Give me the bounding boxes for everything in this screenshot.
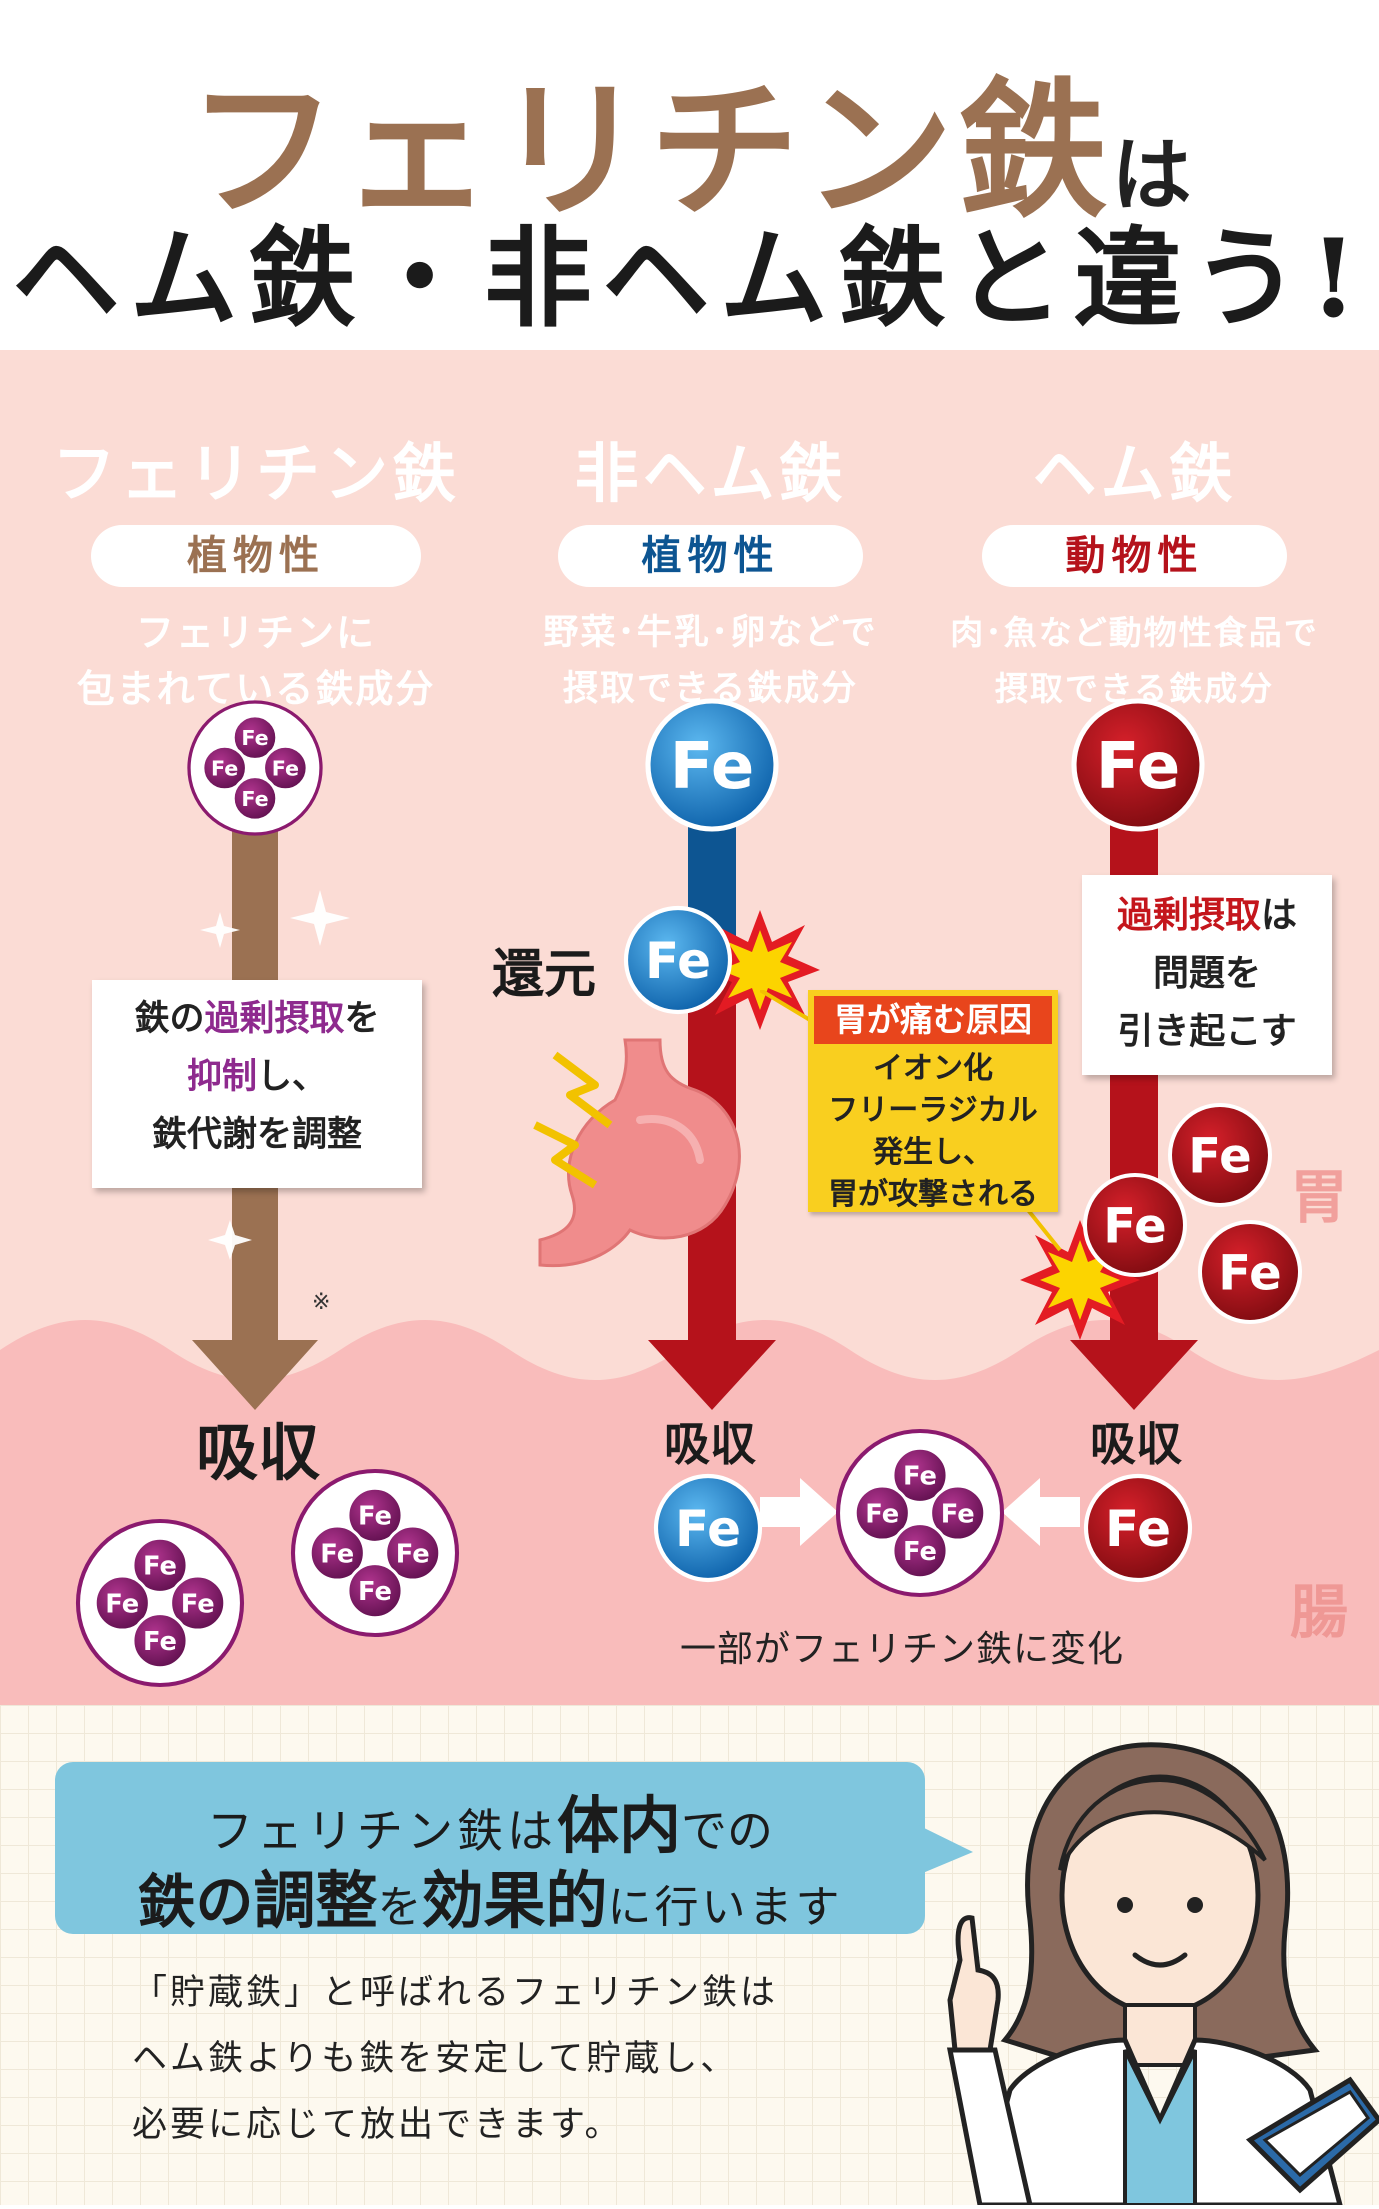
asterisk-mark: ※	[312, 1290, 331, 1315]
stomach-icon	[538, 1038, 741, 1268]
card-desc-line1: 肉･魚など動物性食品で	[950, 613, 1319, 652]
absorb-label-ferritin: 吸収	[196, 1416, 321, 1489]
speech-bubble	[55, 1762, 925, 1934]
bubble-text: での	[681, 1804, 773, 1858]
note-text: し、	[257, 1057, 328, 1097]
bubble-text-bold: 鉄の	[137, 1868, 254, 1936]
card-heme: ヘム鉄 動物性 肉･魚など動物性食品で 摂取できる鉄成分	[942, 405, 1327, 755]
bubble-line2: 鉄の調整を効果的に行います	[55, 1850, 925, 1940]
reduction-label: 還元	[492, 945, 597, 1005]
note-text: 鉄の	[134, 999, 205, 1039]
title-line2: ヘム鉄・非ヘム鉄と違う!	[11, 216, 1368, 342]
bubble-line1: フェリチン鉄は体内での	[55, 1775, 925, 1865]
bubble-text: に行います	[607, 1882, 843, 1933]
right-convert-arrow	[1002, 1478, 1080, 1546]
cause-line: イオン化	[873, 1051, 993, 1086]
organ-label-stomach: 胃	[1290, 1163, 1349, 1231]
card-tag: 動物性	[982, 525, 1287, 587]
heme-arrow	[1070, 770, 1198, 1410]
note-highlight: 過剰摂取	[204, 999, 345, 1039]
title-main: フェリチン鉄	[187, 63, 1112, 239]
bubble-text: を	[377, 1882, 422, 1933]
bubble-text: フェリチン鉄は	[206, 1804, 557, 1858]
doctor-illustration	[946, 1742, 1379, 2205]
ferritin-note: 鉄の過剰摂取を 抑制し、 鉄代謝を調整	[92, 980, 422, 1188]
cause-line: 発生し、	[873, 1135, 993, 1170]
bubble-text-bold: 効果的	[421, 1864, 608, 1937]
card-desc-line2: 摂取できる鉄成分	[994, 669, 1275, 708]
card-desc-line1: フェリチンに	[135, 611, 376, 655]
card-desc-line2: 摂取できる鉄成分	[562, 669, 859, 709]
card-tag: 植物性	[558, 525, 863, 587]
card-title: ヘム鉄	[1032, 437, 1237, 512]
card-ferritin: フェリチン鉄 植物性 フェリチンに 包まれている鉄成分	[50, 405, 462, 755]
conversion-caption: 一部がフェリチン鉄に変化	[680, 1629, 1125, 1670]
card-title: フェリチン鉄	[52, 437, 460, 512]
organ-label-intestine: 腸	[1290, 1578, 1349, 1646]
paragraph-line: 必要に応じて放出できます。	[132, 2105, 623, 2145]
paragraph-line: 「貯蔵鉄」と呼ばれるフェリチン鉄は	[132, 1973, 779, 2013]
paragraph-line: ヘム鉄よりも鉄を安定して貯蔵し、	[132, 2039, 739, 2079]
cause-line: 胃が攻撃される	[828, 1177, 1038, 1212]
note-text: 問題を	[1152, 953, 1261, 994]
note-text: 引き起こす	[1117, 1011, 1297, 1052]
note-text: を	[344, 999, 380, 1039]
cause-title: 胃が痛む原因	[814, 996, 1052, 1044]
card-desc-line2: 包まれている鉄成分	[76, 667, 436, 711]
absorb-label-heme: 吸収	[1090, 1417, 1182, 1471]
note-text: 鉄代謝を調整	[151, 1115, 362, 1155]
left-convert-arrow	[760, 1478, 838, 1546]
card-nonheme: 非ヘム鉄 植物性 野菜･牛乳･卵などで 摂取できる鉄成分	[518, 405, 903, 755]
card-title: 非ヘム鉄	[574, 437, 847, 512]
note-highlight: 過剰摂取	[1116, 895, 1261, 936]
stomach-cause-box: 胃が痛む原因 イオン化 フリーラジカル 発生し、 胃が攻撃される	[808, 990, 1058, 1212]
bubble-text-bold: 調整	[253, 1864, 378, 1937]
bubble-tail	[918, 1825, 973, 1875]
card-desc-line1: 野菜･牛乳･卵などで	[543, 613, 878, 653]
cause-line: フリーラジカル	[828, 1093, 1038, 1128]
lightning-icon	[533, 1051, 613, 1189]
explanation-paragraph: 「貯蔵鉄」と呼ばれるフェリチン鉄は ヘム鉄よりも鉄を安定して貯蔵し、 必要に応じ…	[132, 1960, 778, 2158]
note-highlight: 抑制	[186, 1057, 257, 1097]
card-tag: 植物性	[91, 525, 421, 587]
heme-note: 過剰摂取は 問題を 引き起こす	[1082, 875, 1332, 1075]
absorb-label-nonheme: 吸収	[664, 1417, 756, 1471]
note-text: は	[1261, 895, 1298, 936]
title-particle: は	[1111, 128, 1192, 222]
bubble-text-bold: 体内	[556, 1789, 681, 1862]
title-line1: フェリチン鉄は	[0, 30, 1379, 247]
